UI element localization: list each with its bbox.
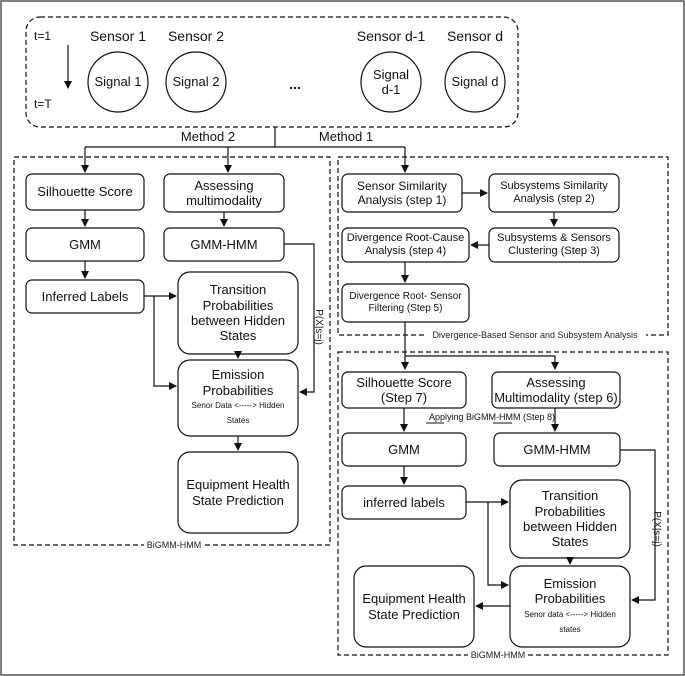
gmm-hmm-box: GMM-HMM bbox=[190, 236, 258, 252]
inferred-labels-box-right: inferred labels bbox=[363, 494, 445, 510]
right-bigmm-hmm-container bbox=[337, 351, 669, 656]
step2-box: Subsystems Similarity Analysis (step 2) bbox=[500, 180, 608, 205]
assessing-multimodality-box: Assessing multimodality bbox=[186, 177, 262, 208]
step5-box: Divergence Root- Sensor Filtering (Step … bbox=[349, 291, 462, 314]
emission-subtitle-right: Senor data <-----> Hidden states bbox=[524, 609, 616, 634]
assessing-step6-box: Assessing Multimodality (step 6) bbox=[494, 374, 618, 405]
time-start-label: t=1 bbox=[34, 28, 52, 43]
gmm-box-right: GMM bbox=[388, 441, 420, 457]
transition-probabilities-box-right: Transition Probabilities between Hidden … bbox=[523, 488, 617, 550]
emission-edge-label-right: P(X|s=j) bbox=[651, 511, 662, 547]
signal-d-circle bbox=[444, 51, 506, 113]
ellipsis: ... bbox=[289, 75, 301, 92]
sensor-1-label: Sensor 1 bbox=[89, 27, 147, 44]
equipment-health-prediction-box-right: Equipment Health State Prediction bbox=[362, 591, 466, 622]
signal-d-label: Signal d bbox=[451, 74, 499, 90]
signal-d-1-label: Signal d-1 bbox=[372, 66, 410, 97]
gmm-hmm-box-right: GMM-HMM bbox=[523, 441, 591, 457]
sensor-d-label: Sensor d bbox=[446, 27, 504, 44]
divergence-container-caption: Divergence-Based Sensor and Subsystem An… bbox=[424, 329, 646, 341]
left-container-caption: BiGMM-HMM bbox=[144, 539, 204, 551]
applying-bigmm-hmm-label: Applying BiGMM-HMM (Step 8) bbox=[428, 411, 556, 422]
step4-box: Divergence Root-Cause Analysis (step 4) bbox=[346, 232, 465, 257]
inferred-labels-box: Inferred Labels bbox=[41, 288, 129, 304]
emission-title: Emission Probabilities bbox=[202, 367, 274, 398]
gmm-box: GMM bbox=[69, 236, 101, 252]
signal-2-circle bbox=[165, 51, 227, 113]
equipment-health-prediction-box: Equipment Health State Prediction bbox=[186, 477, 290, 508]
emission-probabilities-box: Emission Probabilities Senor Data <-----… bbox=[182, 362, 294, 434]
method-1-label: Method 1 bbox=[318, 129, 374, 145]
signal-1-label: Signal 1 bbox=[94, 74, 142, 90]
sensor-container bbox=[25, 16, 519, 128]
sensor-d-1-label: Sensor d-1 bbox=[356, 27, 426, 44]
right-container-caption: BiGMM-HMM bbox=[468, 649, 528, 661]
method-2-label: Method 2 bbox=[180, 129, 236, 145]
step1-box: Sensor Similarity Analysis (step 1) bbox=[356, 178, 448, 207]
signal-1-circle bbox=[87, 51, 149, 113]
emission-probabilities-box-right: Emission Probabilities Senor data <-----… bbox=[514, 568, 626, 645]
signal-d-1-circle bbox=[360, 51, 422, 113]
step3-box: Subsystems & Sensors Clustering (Step 3) bbox=[497, 232, 611, 257]
sensor-2-label: Sensor 2 bbox=[167, 27, 225, 44]
emission-edge-label: P(X|s=j) bbox=[313, 309, 324, 345]
silhouette-score-box: Silhouette Score bbox=[37, 184, 133, 200]
transition-probabilities-box: Transition Probabilities between Hidden … bbox=[191, 282, 285, 344]
emission-subtitle: Senor Data <-----> Hidden States bbox=[191, 401, 285, 426]
signal-2-label: Signal 2 bbox=[172, 74, 220, 90]
silhouette-step7-box: Silhouette Score (Step 7) bbox=[356, 374, 452, 405]
time-end-label: t=T bbox=[34, 96, 52, 111]
emission-title-right: Emission Probabilities bbox=[534, 575, 606, 607]
